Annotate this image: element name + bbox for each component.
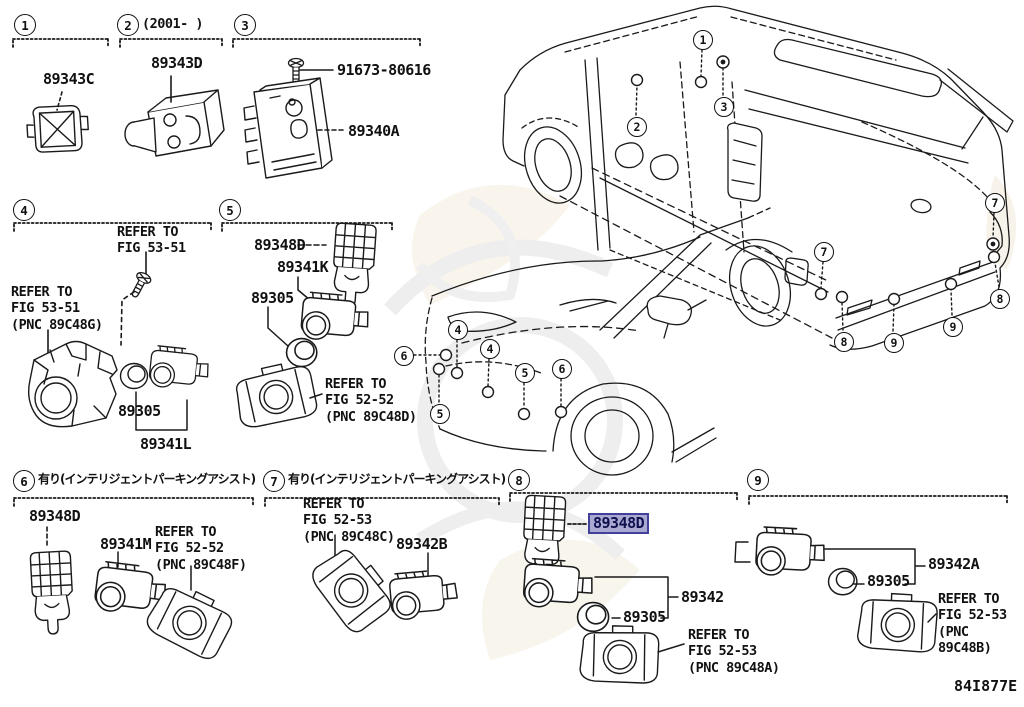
part-s5-housing-drawing <box>233 359 320 430</box>
part-s4-bracket-drawing <box>27 340 118 428</box>
callout-9-rear-car-right: 9 <box>943 317 963 337</box>
part-label-89343C[interactable]: 89343C <box>43 70 95 88</box>
leader-89343C <box>56 91 63 111</box>
part-label-89348D-s5[interactable]: 89348D <box>254 236 306 254</box>
callout-8-header: 8 <box>508 469 530 491</box>
part-s4-screw-drawing <box>126 269 154 301</box>
callout-7-rear-car-left: 7 <box>814 242 834 262</box>
callout-3-header: 3 <box>234 14 256 36</box>
callout-8-rear-car-right: 8 <box>990 289 1010 309</box>
callout-4-front-car-b: 4 <box>480 339 500 359</box>
part-label-89343D[interactable]: 89343D <box>151 54 203 72</box>
part-label-89341L[interactable]: 89341L <box>140 435 192 453</box>
callout-7-rear-car-right: 7 <box>985 193 1005 213</box>
refer-note-s9: REFER TO FIG 52-53 (PNC 89C48B) <box>938 591 1007 657</box>
part-s9-housing-drawing <box>855 586 943 659</box>
part-89348D-s6-drawing <box>29 550 76 636</box>
part-label-89305-s5[interactable]: 89305 <box>251 289 294 307</box>
leader-89342A-bracket <box>823 548 926 585</box>
option-note-s7: 有り(インテリジェントパーキングアシスト) <box>288 472 506 486</box>
callout-5-front-car-b: 5 <box>515 363 535 383</box>
part-89342B-drawing <box>388 567 460 622</box>
callout-5-header: 5 <box>219 199 241 221</box>
leader-s5-refer <box>309 393 323 399</box>
leader-s9-refer <box>927 613 937 623</box>
leader-s4-join <box>135 391 188 431</box>
option-note-s6: 有り(インテリジェントパーキングアシスト) <box>38 472 256 486</box>
refer-note-s8: REFER TO FIG 52-53 (PNC 89C48A) <box>688 627 780 676</box>
callout-6-front-car-left: 6 <box>394 346 414 366</box>
diagram-code: 84I877E <box>954 677 1018 695</box>
part-89343C-drawing <box>26 105 89 153</box>
callout-3-rear-car: 3 <box>714 97 734 117</box>
refer-note-s5: REFER TO FIG 52-52 (PNC 89C48D) <box>325 376 417 425</box>
part-label-89305-s4[interactable]: 89305 <box>118 402 161 420</box>
part-label-91673-80616[interactable]: 91673-80616 <box>337 61 431 79</box>
part-label-89342[interactable]: 89342 <box>681 588 724 606</box>
part-label-89341K[interactable]: 89341K <box>277 258 329 276</box>
refer-note-s6: REFER TO FIG 52-52 (PNC 89C48F) <box>155 524 247 573</box>
callout-7-header: 7 <box>263 470 285 492</box>
refer-note-s7: REFER TO FIG 52-53 (PNC 89C48C) <box>303 496 395 545</box>
front-callout-points <box>413 339 568 421</box>
part-s7-housing-drawing <box>307 540 400 639</box>
callout-1-header: 1 <box>14 14 36 36</box>
part-s5-retainer-drawing <box>285 337 318 368</box>
part-label-89342B[interactable]: 89342B <box>396 535 448 553</box>
part-label-89348D-s8-highlighted[interactable]: 89348D <box>588 513 650 535</box>
callout-8-rear-car-left: 8 <box>834 332 854 352</box>
rear-callout-points <box>630 49 1001 332</box>
callout-9-header: 9 <box>747 469 769 491</box>
callout-4-front-car-a: 4 <box>448 320 468 340</box>
part-label-89348D-s6[interactable]: 89348D <box>29 507 81 525</box>
part-s8-retainer-drawing <box>576 601 610 633</box>
part-s9-connector <box>734 541 751 563</box>
part-label-89305-s9[interactable]: 89305 <box>867 572 910 590</box>
callout-2-header: 2 <box>117 14 139 36</box>
leader-s8-refer <box>657 643 685 653</box>
part-89342A-drawing <box>754 525 827 579</box>
section-brackets <box>12 38 1008 507</box>
callout-1-rear-car: 1 <box>693 30 713 50</box>
part-label-89342A[interactable]: 89342A <box>928 555 980 573</box>
leader-89341K <box>297 276 311 301</box>
leader-s4-screw <box>120 291 135 346</box>
part-89341L-drawing <box>147 344 211 393</box>
refer-note-s4-left: REFER TO FIG 53-51 (PNC 89C48G) <box>11 284 103 333</box>
part-label-89340A[interactable]: 89340A <box>348 122 400 140</box>
callout-6-header: 6 <box>13 470 35 492</box>
part-s9-retainer-drawing <box>827 567 858 596</box>
part-label-89341M[interactable]: 89341M <box>100 535 152 553</box>
callout-4-header: 4 <box>13 199 35 221</box>
callout-9-rear-car-left: 9 <box>884 333 904 353</box>
part-s4-retainer-drawing <box>119 362 149 390</box>
callout-2-rear-car: 2 <box>627 117 647 137</box>
leader-s5-retainer <box>267 306 289 347</box>
callout-5-front-car-a: 5 <box>430 404 450 424</box>
callout-6-front-car-right: 6 <box>552 359 572 379</box>
vehicle-rear-view <box>502 5 1014 350</box>
part-label-89305-s8[interactable]: 89305 <box>623 608 666 626</box>
year-range-note: (2001- ) <box>142 16 204 32</box>
refer-note-s4-top: REFER TO FIG 53-51 <box>117 224 186 257</box>
part-89340A-drawing <box>243 77 333 179</box>
vehicle-front-view <box>424 207 771 476</box>
part-89341K-drawing <box>299 291 371 345</box>
leader-89342-bracket <box>594 576 679 619</box>
part-89343D-drawing <box>124 89 225 157</box>
